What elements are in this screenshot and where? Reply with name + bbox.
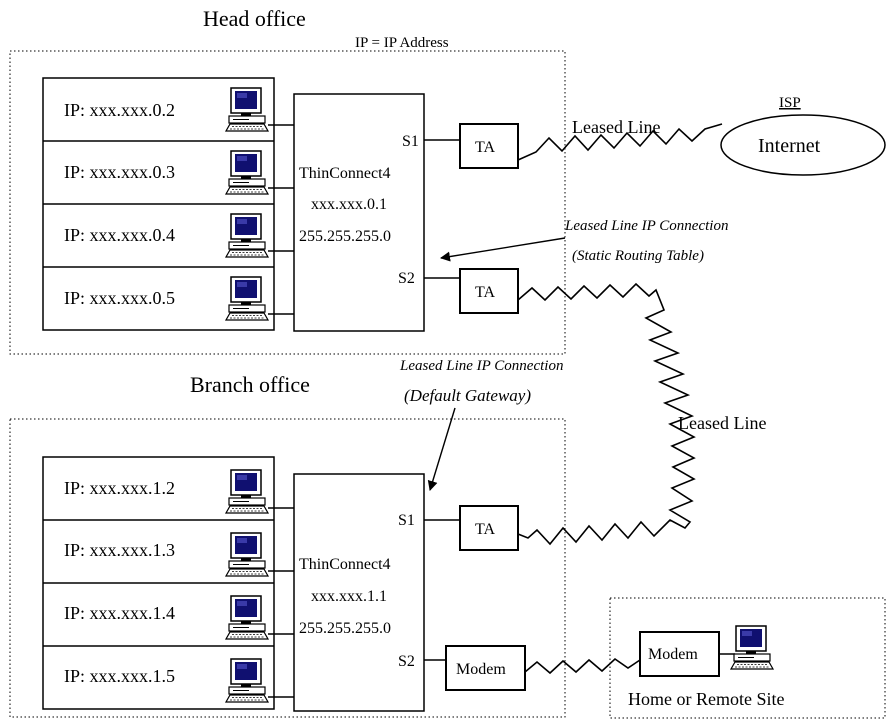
computer-icon <box>730 625 774 670</box>
head-ta-1 <box>459 123 519 169</box>
branch-office-title: Branch office <box>190 372 310 397</box>
head-host-ip: IP: xxx.xxx.0.5 <box>64 288 175 308</box>
remote-modem-label: Modem <box>648 646 698 663</box>
remote-site-boundary <box>609 597 886 719</box>
wan-line-label: Leased Line <box>678 413 766 433</box>
internet-cloud <box>720 114 886 176</box>
head-router-port-s1: S1 <box>402 133 419 150</box>
branch-router-ip: xxx.xxx.1.1 <box>311 588 387 605</box>
gateway-annotation: Leased Line IP Connection <box>399 358 563 374</box>
wan-leased-line <box>517 282 696 546</box>
head-router-mask: 255.255.255.0 <box>299 228 391 245</box>
branch-modem <box>445 645 526 691</box>
head-router-name: ThinConnect4 <box>299 165 391 182</box>
branch-router-name: ThinConnect4 <box>299 556 391 573</box>
head-office-host-table <box>42 77 275 331</box>
head-office-boundary <box>9 50 566 355</box>
static-route-arrow <box>440 237 566 262</box>
remote-site-label: Home or Remote Site <box>628 689 784 709</box>
static-route-annotation: Leased Line IP Connection <box>564 218 728 234</box>
branch-host-ip: IP: xxx.xxx.1.2 <box>64 478 175 498</box>
branch-host-ip: IP: xxx.xxx.1.3 <box>64 540 175 560</box>
head-router-port-s2: S2 <box>398 270 415 287</box>
head-host-ip: IP: xxx.xxx.0.2 <box>64 100 175 120</box>
branch-ta <box>459 505 519 551</box>
head-router-box <box>293 93 425 332</box>
head-host-ip: IP: xxx.xxx.0.3 <box>64 162 175 182</box>
computer-icon <box>225 213 269 258</box>
branch-office-boundary <box>9 418 566 718</box>
branch-ta-label: TA <box>475 521 495 538</box>
isp-label: ISP <box>779 95 801 111</box>
branch-modem-label: Modem <box>456 661 506 678</box>
internet-leased-line <box>517 123 723 161</box>
dialup-line <box>524 657 641 675</box>
branch-router-mask: 255.255.255.0 <box>299 620 391 637</box>
computer-icon <box>225 532 269 577</box>
head-office-title: Head office <box>203 6 306 31</box>
remote-modem <box>639 631 720 677</box>
gateway-arrow <box>427 407 456 491</box>
computer-icon <box>225 276 269 321</box>
computer-icon <box>225 150 269 195</box>
static-route-annotation-sub: (Static Routing Table) <box>572 248 704 264</box>
head-router-ip: xxx.xxx.0.1 <box>311 196 387 213</box>
gateway-annotation-sub: (Default Gateway) <box>404 386 531 405</box>
head-host-ip: IP: xxx.xxx.0.4 <box>64 225 175 245</box>
head-ta-1-label: TA <box>475 139 495 156</box>
computer-icon <box>225 658 269 703</box>
computer-icon <box>225 87 269 132</box>
computer-icon <box>225 595 269 640</box>
head-ta-2-label: TA <box>475 284 495 301</box>
internet-label: Internet <box>758 135 821 157</box>
branch-host-ip: IP: xxx.xxx.1.4 <box>64 603 175 623</box>
branch-router-port-s1: S1 <box>398 512 415 529</box>
branch-router-box <box>293 473 425 712</box>
head-ta-2 <box>459 268 519 314</box>
branch-router-port-s2: S2 <box>398 653 415 670</box>
branch-host-ip: IP: xxx.xxx.1.5 <box>64 666 175 686</box>
internet-line-label: Leased Line <box>572 117 660 137</box>
computer-icon <box>225 469 269 514</box>
ip-legend: IP = IP Address <box>355 35 449 51</box>
branch-office-host-table <box>42 456 275 710</box>
